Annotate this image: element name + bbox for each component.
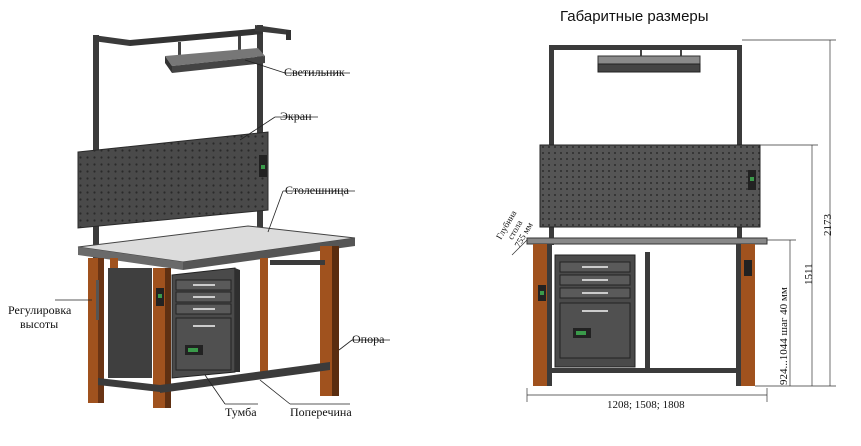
right-upright: [257, 25, 263, 235]
lamp-front: [597, 55, 701, 73]
dimension-lines: [511, 39, 836, 402]
cabinet-label: Тумба: [225, 405, 257, 419]
lamp-fixture: [165, 48, 265, 73]
tabletop-label: Столешница: [285, 183, 349, 197]
front-elevation: [526, 45, 768, 386]
height-adjust-label-line2: высоты: [20, 317, 59, 331]
perforated-screen: [77, 131, 269, 229]
diagram-title: Габаритные размеры: [560, 8, 709, 25]
perspective-workbench: [77, 25, 356, 408]
table-height-dimension: 924...1044 шаг 40 мм: [778, 287, 790, 385]
width-dimension: 1208; 1508; 1808: [607, 399, 685, 411]
lamp-label: Светильник: [284, 65, 345, 79]
cabinet: [171, 267, 240, 379]
crossbar-label: Поперечина: [290, 405, 352, 419]
support-label: Опора: [352, 332, 385, 346]
crossbar: [160, 362, 330, 393]
total-height-dimension: 2173: [822, 214, 834, 236]
leader-lines: [55, 59, 390, 405]
screen-front: [539, 144, 761, 228]
tabletop: [77, 225, 356, 270]
front-left-leg: [88, 258, 98, 403]
screen-height-dimension: 1511: [803, 263, 815, 285]
screen-label: Экран: [280, 109, 312, 123]
top-crossbar: [93, 35, 130, 46]
height-adjust-label-line1: Регулировка: [8, 303, 72, 317]
cabinet-front: [554, 254, 636, 368]
